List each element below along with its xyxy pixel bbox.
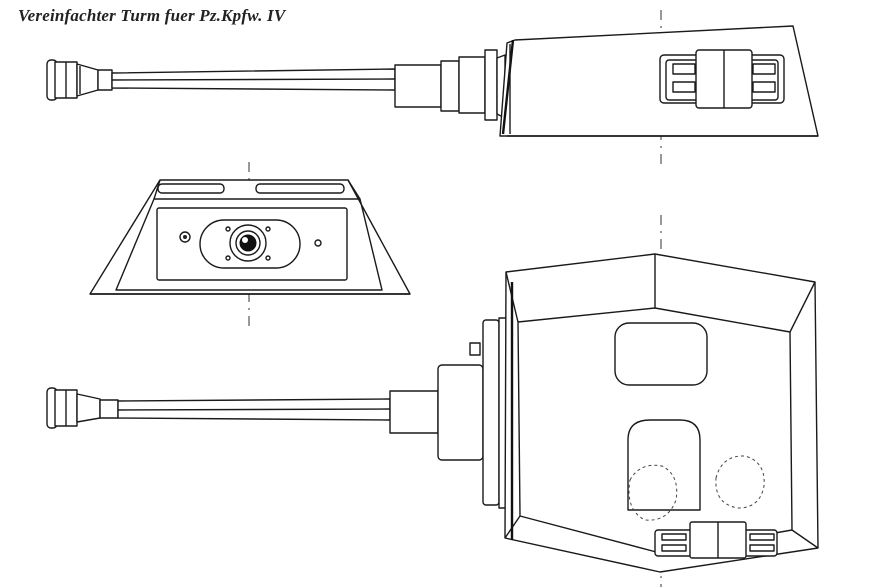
drawing-title: Vereinfachter Turm fuer Pz.Kpfw. IV: [18, 6, 286, 25]
front-view-roof-hatch-left: [157, 183, 225, 194]
front-view-gun-mantlet: [199, 219, 301, 269]
top-view-rear-hatch: [654, 521, 778, 559]
side-view: [46, 25, 819, 137]
front-view-roof-hatch-right: [255, 183, 345, 194]
top-view-commander-hatch: [627, 419, 701, 511]
side-view-barrel: [111, 68, 396, 91]
side-view-muzzle-brake: [46, 59, 113, 101]
top-view-muzzle-brake: [46, 387, 119, 429]
top-view-mantlet: [389, 317, 512, 509]
top-view-seat-outline-right: [715, 455, 765, 509]
top-view: [46, 253, 819, 573]
front-view-bolt: [314, 239, 322, 247]
side-view-mantlet: [394, 49, 506, 121]
top-view-turret-body: [504, 253, 819, 573]
side-view-hatch: [659, 49, 785, 109]
top-view-barrel: [117, 398, 391, 421]
top-view-seat-outline-left: [628, 464, 678, 521]
front-view: [89, 179, 411, 295]
top-view-front-hatch: [614, 322, 708, 386]
